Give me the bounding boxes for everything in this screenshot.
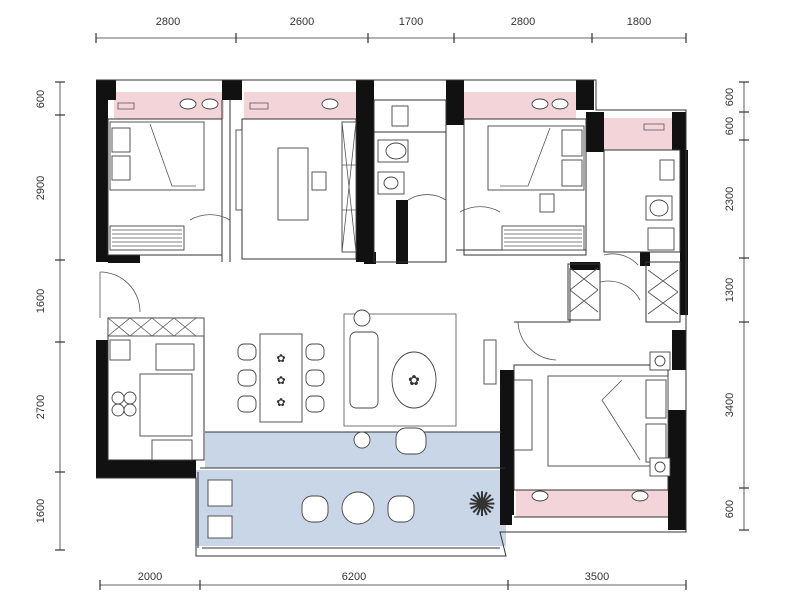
- dining-furniture: ✿ ✿ ✿: [237, 333, 325, 423]
- bathroom-right: [603, 123, 675, 266]
- partition-lines: [96, 79, 687, 557]
- dim-bottom-3: 3500: [585, 571, 609, 583]
- dim-top-3: 1700: [399, 16, 423, 28]
- master-furniture: [513, 321, 671, 502]
- kitchen-furniture: [99, 271, 205, 461]
- burner-icon: [111, 403, 125, 417]
- dim-right-3: 2300: [724, 187, 736, 211]
- dim-right-1: 600: [724, 88, 736, 106]
- dimension-lines: [55, 33, 749, 590]
- dim-left-3: 1600: [35, 289, 47, 313]
- dim-bottom-2: 6200: [342, 571, 366, 583]
- study-furniture: [235, 98, 357, 253]
- tv-cabinet: [483, 339, 497, 385]
- dim-left-1: 600: [35, 90, 47, 108]
- dim-bottom-1: 2000: [138, 571, 162, 583]
- dim-top-1: 2800: [156, 16, 180, 28]
- master-desk: [513, 379, 533, 451]
- bedroom1-furniture: [109, 98, 231, 251]
- burner-icon: [123, 391, 137, 405]
- coffee-table: [391, 351, 437, 409]
- dim-right-2: 600: [724, 117, 736, 135]
- balcony-table: [341, 491, 375, 525]
- living-balcony-strip: [205, 432, 501, 468]
- dim-top-5: 1800: [627, 16, 651, 28]
- dim-right-4: 1300: [724, 278, 736, 302]
- dining-table: [259, 333, 303, 423]
- dim-left-4: 2700: [35, 395, 47, 419]
- walls: [96, 80, 688, 530]
- burner-icon: [123, 403, 137, 417]
- svg-text:✿: ✿: [276, 353, 285, 365]
- master-closets: [569, 267, 679, 315]
- sofa: [349, 331, 379, 409]
- study-bay-window: [244, 92, 356, 119]
- balcony-furniture: ✺: [207, 479, 497, 539]
- dim-right-6: 600: [724, 500, 736, 518]
- kitchen-counter: [139, 373, 193, 437]
- bathroom-center: [377, 105, 447, 201]
- burner-icon: [111, 391, 125, 405]
- svg-text:✿: ✿: [276, 375, 285, 387]
- kitchen-sink: [151, 439, 193, 461]
- sink-right: [647, 227, 675, 251]
- living-furniture: ✿: [343, 309, 497, 455]
- dim-top-2: 2600: [290, 16, 314, 28]
- dimension-labels: 2800 2600 1700 2800 1800 2000 6200 3500 …: [35, 16, 736, 583]
- dim-left-5: 1600: [35, 499, 47, 523]
- dim-top-4: 2800: [511, 16, 535, 28]
- dim-right-5: 3400: [724, 393, 736, 417]
- plant-icon: ✺: [468, 486, 497, 524]
- svg-text:✿: ✿: [408, 372, 420, 388]
- dim-left-2: 2900: [35, 176, 47, 200]
- upper-cabinets: [107, 317, 205, 337]
- bedroom2-furniture: [459, 98, 585, 251]
- svg-text:✿: ✿: [276, 397, 285, 409]
- bath-bay-window: [604, 118, 680, 150]
- study-desk: [277, 147, 309, 221]
